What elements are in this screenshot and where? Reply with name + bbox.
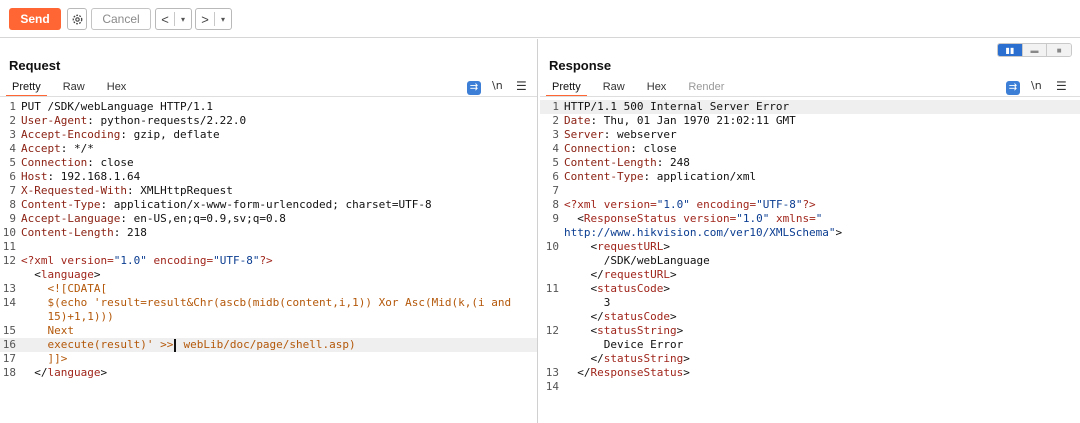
tab-response-hex[interactable]: Hex [646, 81, 667, 93]
code-line: 13 </ResponseStatus> [545, 366, 690, 379]
response-title: Response [549, 58, 612, 73]
tabs-divider [540, 96, 1080, 97]
code-line: 9 <ResponseStatus version="1.0" xmlns=" [552, 212, 823, 225]
code-line: 18 </language> [2, 366, 108, 379]
forward-button-group: > ▾ [195, 8, 232, 30]
tab-request-raw[interactable]: Raw [62, 81, 85, 93]
tab-response-pretty[interactable]: Pretty [546, 80, 587, 97]
layout-side-by-side-icon[interactable]: ▮▮ [998, 44, 1023, 56]
request-tabs: Pretty Raw Hex [6, 80, 142, 97]
show-newlines-button[interactable]: \n [1031, 79, 1042, 92]
cancel-button[interactable]: Cancel [91, 8, 151, 30]
back-button-group: < ▾ [155, 8, 192, 30]
code-line: 13 <![CDATA[ [2, 282, 108, 295]
back-arrow-icon[interactable]: < [161, 11, 169, 27]
forward-history-dropdown-icon[interactable]: ▾ [220, 14, 225, 24]
code-line-current: 16 execute(result)' >> webLib/doc/page/s… [0, 338, 537, 352]
layout-stacked-icon[interactable]: ▬ [1022, 44, 1048, 56]
tab-response-render[interactable]: Render [688, 81, 725, 93]
forward-arrow-icon[interactable]: > [201, 11, 209, 27]
code-line: 14 [545, 380, 559, 393]
layout-tabs-icon[interactable]: ■ [1047, 44, 1071, 56]
code-line: 14 $(echo 'result=result&Chr(ascb(midb(c… [2, 296, 512, 309]
code-line: </statusCode> [564, 310, 677, 323]
text-cursor [174, 338, 176, 352]
layout-toggle: ▮▮ ▬ ■ [997, 43, 1072, 57]
divider [174, 12, 175, 26]
wrap-lines-icon[interactable]: ⇉ [1006, 81, 1020, 95]
tabs-divider [0, 96, 537, 97]
tab-response-raw[interactable]: Raw [602, 81, 625, 93]
code-line: 7 [552, 184, 559, 197]
code-line: </statusString> [564, 352, 690, 365]
response-tabs: Pretty Raw Hex Render [546, 80, 740, 97]
code-line: 17 ]]> [2, 352, 68, 365]
response-pane: ▮▮ ▬ ■ Response Pretty Raw Hex Render ⇉ … [540, 39, 1080, 423]
code-line: 8<?xml version="1.0" encoding="UTF-8"?> [552, 198, 816, 211]
code-line: http://www.hikvision.com/ver10/XMLSchema… [564, 226, 843, 239]
code-line: 12 <statusString> [545, 324, 684, 337]
response-menu-icon[interactable]: ☰ [1056, 79, 1067, 93]
divider [214, 12, 215, 26]
show-newlines-button[interactable]: \n [492, 79, 503, 92]
code-line: 11 [2, 240, 16, 253]
send-button[interactable]: Send [9, 8, 61, 30]
settings-button[interactable] [67, 8, 87, 30]
code-line: 12<?xml version="1.0" encoding="UTF-8"?> [2, 254, 273, 267]
top-toolbar: Send Cancel < ▾ > ▾ [0, 0, 1080, 38]
code-line: 11 <statusCode> [545, 282, 670, 295]
gear-icon [72, 14, 82, 24]
tab-request-hex[interactable]: Hex [106, 81, 127, 93]
code-line: 3 [603, 296, 611, 309]
code-line: 15)+1,1))) [47, 310, 114, 323]
wrap-lines-icon[interactable]: ⇉ [467, 81, 481, 95]
request-menu-icon[interactable]: ☰ [516, 79, 527, 93]
tab-request-pretty[interactable]: Pretty [6, 80, 47, 97]
code-line: </requestURL> [564, 268, 677, 281]
code-line: 15 Next [2, 324, 74, 337]
code-line: Device Error [603, 338, 684, 351]
code-line: 10 <requestURL> [545, 240, 670, 253]
code-line: /SDK/webLanguage [603, 254, 710, 267]
code-line: <language> [34, 268, 101, 281]
request-title: Request [9, 58, 61, 73]
back-history-dropdown-icon[interactable]: ▾ [180, 14, 185, 24]
